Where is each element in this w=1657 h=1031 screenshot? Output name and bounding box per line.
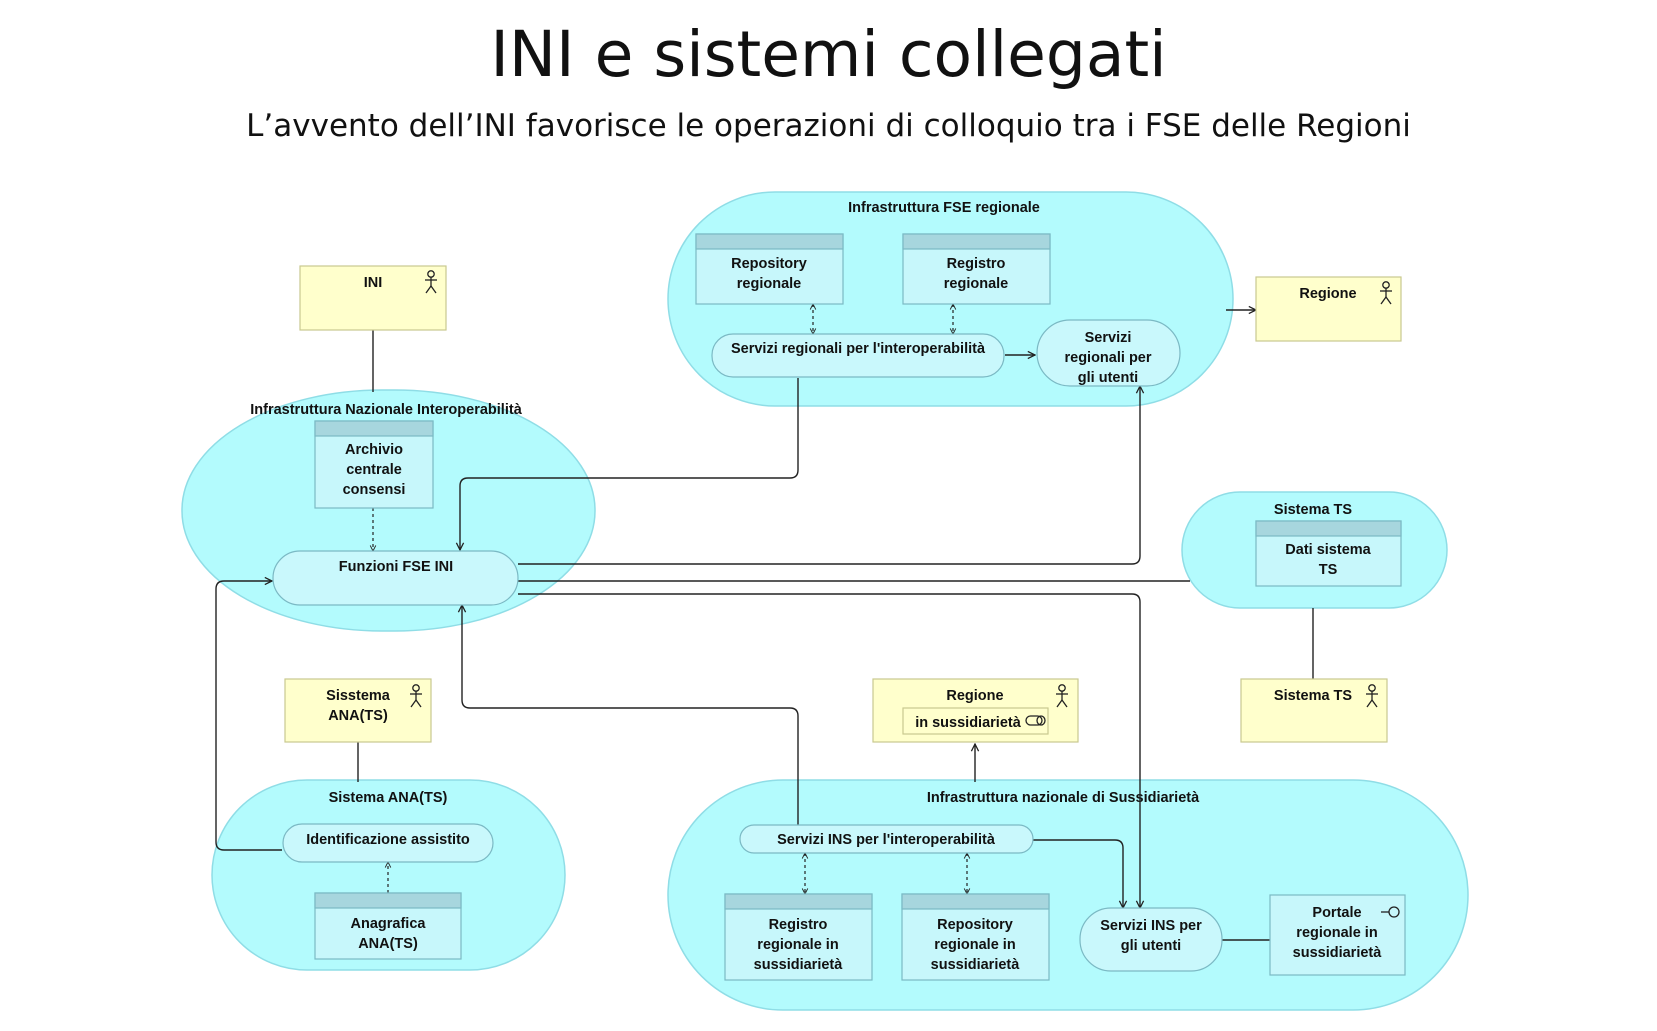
- service-servizi-regionali-utenti: Servizi regionali per gli utenti: [1036, 319, 1181, 387]
- svg-text:Portale: Portale: [1312, 905, 1361, 921]
- flow-funzioni-to-ins-utenti: [518, 593, 1140, 908]
- svg-text:sussidiarietà: sussidiarietà: [1293, 945, 1383, 961]
- svg-text:Repository: Repository: [731, 256, 807, 272]
- service-servizi-regionali-interop: Servizi regionali per l'interoperabilità: [711, 333, 1005, 378]
- stick-figure-icon: [410, 684, 422, 708]
- group-label-sussidiarieta: Infrastruttura nazionale di Sussidiariet…: [927, 790, 1200, 806]
- actor-sistema-ts: Sistema TS: [1240, 678, 1388, 743]
- svg-text:sussidiarietà: sussidiarietà: [931, 957, 1021, 973]
- svg-text:Servizi: Servizi: [1085, 330, 1132, 346]
- svg-text:Servizi INS per: Servizi INS per: [1100, 918, 1202, 934]
- svg-text:ANA(TS): ANA(TS): [328, 708, 388, 724]
- svg-text:Archivio: Archivio: [345, 442, 403, 458]
- svg-text:Anagrafica: Anagrafica: [351, 916, 427, 932]
- page-subtitle: L’avvento dell’INI favorisce le operazio…: [246, 108, 1411, 144]
- svg-text:Dati sistema: Dati sistema: [1285, 542, 1371, 558]
- role-icon: [1025, 715, 1046, 726]
- stick-figure-icon: [1056, 684, 1068, 708]
- svg-text:TS: TS: [1319, 562, 1338, 578]
- page-title: INI e sistemi collegati: [490, 18, 1167, 91]
- svg-text:gli utenti: gli utenti: [1078, 370, 1138, 386]
- svg-text:consensi: consensi: [343, 482, 406, 498]
- service-identificazione-assistito: Identificazione assistito: [282, 823, 494, 863]
- svg-text:gli utenti: gli utenti: [1121, 938, 1181, 954]
- svg-text:sussidiarietà: sussidiarietà: [754, 957, 844, 973]
- component-anagrafica-ana: Anagrafica ANA(TS): [314, 892, 462, 960]
- svg-text:Funzioni FSE INI: Funzioni FSE INI: [339, 559, 453, 575]
- component-repository-sussidiarieta: Repository regionale in sussidiarietà: [901, 893, 1050, 981]
- lollipop-interface-icon: [1381, 906, 1400, 918]
- flow-ins-interop-to-funzioni: [462, 605, 799, 825]
- component-archivio-consensi: Archivio centrale consensi: [314, 420, 434, 509]
- stick-figure-icon: [1366, 684, 1378, 708]
- flow-regionali-to-funzioni: [460, 378, 799, 550]
- actor-regione: Regione: [1255, 276, 1402, 342]
- svg-text:ANA(TS): ANA(TS): [358, 936, 418, 952]
- component-registro-regionale: Registro regionale: [902, 233, 1051, 305]
- svg-text:regionale in: regionale in: [1296, 925, 1377, 941]
- svg-text:Repository: Repository: [937, 917, 1013, 933]
- service-servizi-ins-interop: Servizi INS per l'interoperabilità: [739, 824, 1034, 854]
- svg-text:Identificazione assistito: Identificazione assistito: [306, 832, 470, 848]
- svg-text:Sistema TS: Sistema TS: [1274, 688, 1352, 704]
- svg-text:regionale in: regionale in: [934, 937, 1015, 953]
- group-label-ana-ts: Sistema ANA(TS): [329, 790, 448, 806]
- flow-funzioni-to-servizi-utenti: [518, 386, 1140, 565]
- svg-text:Registro: Registro: [947, 256, 1006, 272]
- svg-text:in sussidiarietà: in sussidiarietà: [915, 715, 1022, 731]
- group-label-sistema-ts: Sistema TS: [1274, 502, 1352, 518]
- component-repository-regionale: Repository regionale: [695, 233, 844, 305]
- group-label-fse-regionale: Infrastruttura FSE regionale: [848, 200, 1040, 216]
- svg-text:Regione: Regione: [1299, 286, 1356, 302]
- svg-text:centrale: centrale: [346, 462, 402, 478]
- actor-regione-sussidiarieta: Regione in sussidiarietà: [872, 678, 1079, 743]
- interface-portale-regionale: Portale regionale in sussidiarietà: [1269, 894, 1406, 976]
- svg-text:regionale: regionale: [944, 276, 1008, 292]
- actor-ini: INI: [299, 265, 447, 331]
- stick-figure-icon: [425, 270, 437, 294]
- svg-text:Sisstema: Sisstema: [326, 688, 391, 704]
- stick-figure-icon: [1380, 281, 1392, 305]
- svg-text:regionale in: regionale in: [757, 937, 838, 953]
- svg-text:Registro: Registro: [769, 917, 828, 933]
- group-label-ini-infra: Infrastruttura Nazionale Interoperabilit…: [250, 402, 522, 418]
- svg-text:Servizi INS per l'interoperabi: Servizi INS per l'interoperabilità: [777, 832, 996, 848]
- flow-ins-interop-to-ins-utenti: [1033, 839, 1123, 908]
- actor-sisstema-ana: Sisstema ANA(TS): [284, 678, 432, 743]
- svg-text:INI: INI: [364, 275, 383, 291]
- svg-text:Regione: Regione: [946, 688, 1003, 704]
- svg-text:regionali per: regionali per: [1064, 350, 1151, 366]
- service-funzioni-fse-ini: Funzioni FSE INI: [272, 550, 519, 606]
- component-registro-sussidiarieta: Registro regionale in sussidiarietà: [724, 893, 873, 981]
- flow-identificazione-to-funzioni: [215, 581, 282, 851]
- component-dati-sistema-ts: Dati sistema TS: [1255, 520, 1402, 587]
- svg-text:regionale: regionale: [737, 276, 801, 292]
- service-servizi-ins-utenti: Servizi INS per gli utenti: [1079, 907, 1223, 972]
- svg-text:Servizi regionali per l'intero: Servizi regionali per l'interoperabilità: [731, 341, 986, 357]
